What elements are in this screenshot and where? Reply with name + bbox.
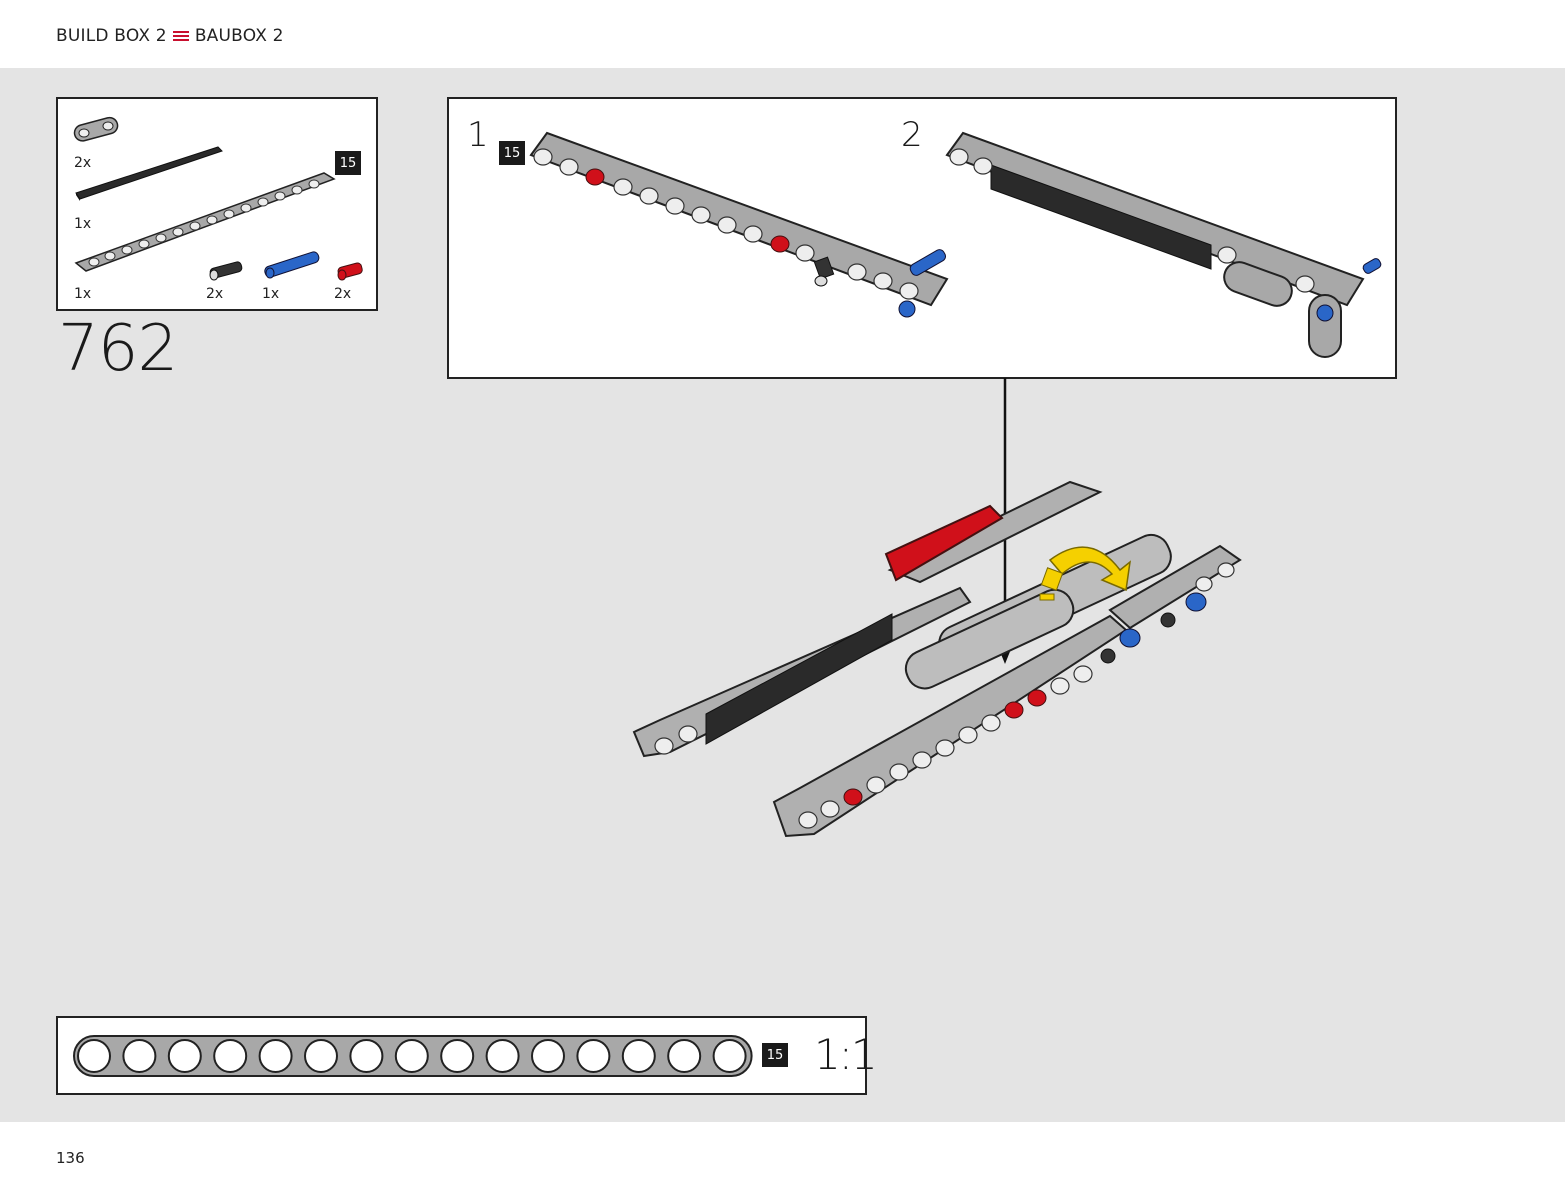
beam-hole — [712, 1039, 747, 1073]
substeps-box: 1 15 2 — [447, 97, 1397, 379]
blue-pin-long-icon — [1119, 628, 1141, 648]
black-pin-icon — [1160, 612, 1176, 628]
red-beam — [884, 504, 1004, 582]
beam-hole — [667, 1039, 702, 1073]
header-title-left: BUILD BOX 2 — [56, 26, 167, 46]
gray-liftarm-2-icon — [73, 116, 119, 142]
part-qty: 2x — [206, 286, 224, 302]
red-pin-icon — [1027, 689, 1047, 707]
substep-2-assembly — [945, 131, 1382, 358]
beam-hole — [349, 1039, 384, 1073]
rotation-arrow-icon — [1048, 546, 1132, 592]
scale-beam-15 — [73, 1035, 753, 1077]
beam-hole — [213, 1039, 248, 1073]
black-pin-icon — [209, 261, 243, 281]
scale-reference-box: 15 1:1 — [56, 1016, 878, 1095]
gray-liftarm-2-icon — [1308, 294, 1342, 358]
scale-label: 1:1 — [814, 1030, 878, 1079]
beam-hole — [77, 1039, 111, 1073]
blue-pin-long-icon — [1316, 304, 1334, 322]
beam-hole — [621, 1039, 656, 1073]
blue-pin-long-icon — [264, 251, 320, 279]
substep-label-1: 1 — [467, 115, 489, 155]
blue-pin-long-icon — [898, 249, 946, 318]
red-pin-icon — [843, 788, 863, 806]
red-pin-icon — [770, 235, 790, 253]
black-pin-icon — [813, 256, 835, 287]
menu-lines-icon — [172, 30, 189, 42]
page-header: BUILD BOX 2 BAUBOX 2 — [0, 0, 1565, 68]
black-pin-icon — [1100, 648, 1116, 664]
beam-hole — [485, 1039, 520, 1073]
step-number: 762 — [58, 312, 178, 386]
red-pin-icon — [337, 262, 363, 281]
length-badge: 15 — [499, 141, 525, 165]
blue-pin-long-icon — [1362, 258, 1382, 274]
part-qty: 1x — [74, 286, 92, 302]
page-number: 136 — [56, 1149, 85, 1167]
beam-hole — [531, 1039, 565, 1073]
main-assembly — [632, 480, 1242, 838]
header-title: BUILD BOX 2 BAUBOX 2 — [56, 26, 284, 46]
part-qty: 2x — [74, 155, 92, 171]
beam-hole — [122, 1039, 157, 1073]
gray-beam-15-icon — [74, 172, 336, 272]
header-title-right: BAUBOX 2 — [194, 26, 284, 46]
red-pin-icon — [1004, 701, 1024, 719]
length-badge: 15 — [762, 1043, 788, 1067]
gray-liftarm-2-icon — [1223, 261, 1293, 307]
parts-list-box: 2x 1x 15 1x 2x 1x 2x — [56, 97, 378, 311]
black-panel-icon — [75, 146, 223, 201]
beam-hole — [394, 1039, 429, 1073]
part-qty: 1x — [262, 286, 280, 302]
beam-hole — [167, 1039, 202, 1073]
blue-pin-long-icon — [1185, 592, 1207, 612]
substep-label-2: 2 — [901, 115, 923, 155]
red-pin-icon — [585, 168, 605, 186]
page-footer — [0, 1122, 1565, 1191]
beam-hole — [440, 1039, 475, 1073]
beam-hole — [304, 1039, 338, 1073]
part-qty: 1x — [74, 216, 92, 232]
part-qty: 2x — [334, 286, 352, 302]
substep-1-assembly — [529, 131, 949, 318]
beam-hole — [258, 1039, 293, 1073]
beam-hole — [576, 1039, 611, 1073]
length-badge: 15 — [335, 151, 361, 175]
